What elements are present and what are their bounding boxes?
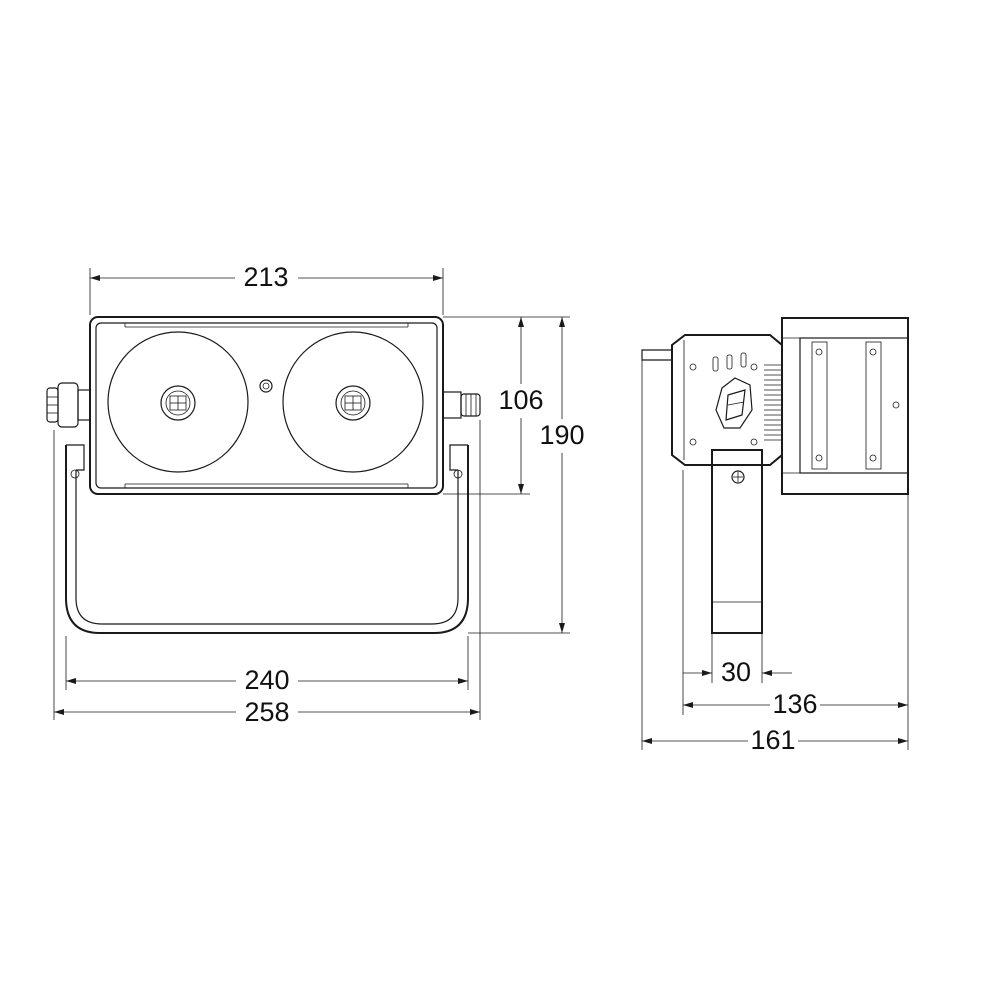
rear-screw [750,363,758,371]
dim-label-overall-width: 258 [244,697,289,727]
dim-label-bracket-width: 30 [721,657,751,687]
housing-screw [815,348,823,356]
left-knob [46,382,91,428]
side-bracket [711,449,763,634]
housing-screw [815,454,823,462]
head-front-bezel [95,322,438,489]
right-knob [442,391,481,419]
housing-rib [811,341,828,470]
housing-screw [869,454,877,462]
vent-slot [740,352,747,368]
rear-screw [689,438,697,446]
front-housing [781,317,909,495]
yoke-left-plate [66,444,85,471]
tilt-knob [715,377,753,429]
dim-label-overall-depth: 161 [750,725,795,755]
vent-slot [712,356,719,372]
housing-screw [869,348,877,356]
rear-lever [641,349,673,361]
front-view: 213 106 190 240 258 [46,262,594,727]
yoke-right-screw [453,469,463,479]
front-housing-panel [799,337,909,474]
dim-label-head-height: 106 [498,385,543,415]
vent-slot [726,354,733,370]
label-mask [552,419,594,453]
yoke-inner [75,470,459,625]
dim-label-body-depth: 136 [772,689,817,719]
side-view: 30 136 161 [641,317,909,755]
label-mask [510,384,552,418]
yoke-right-plate [449,444,468,471]
center-sensor [259,379,273,393]
rear-screw [689,363,697,371]
heatsink-fins [764,364,782,441]
yoke-left-screw [70,469,80,479]
left-led [160,385,196,421]
dim-label-front-width: 213 [243,262,288,292]
housing-rib [865,341,882,470]
rear-screw [750,438,758,446]
housing-screw [892,401,900,409]
bracket-bolt [731,470,745,484]
center-sensor-inner [262,382,270,390]
dim-label-yoke-width: 240 [244,665,289,695]
right-led [335,385,371,421]
yoke-outer [65,445,469,634]
dim-label-total-height: 190 [539,420,584,450]
